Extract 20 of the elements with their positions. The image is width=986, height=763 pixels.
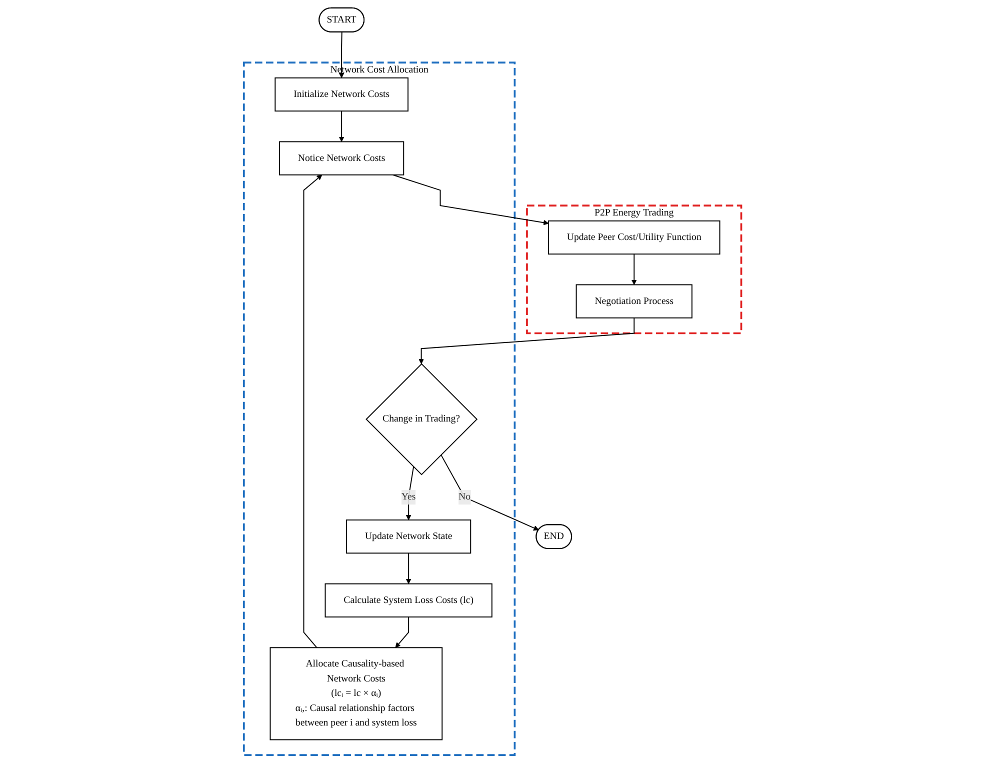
node-box: Update Network State — [346, 520, 472, 554]
arrow — [339, 110, 345, 142]
arrow — [304, 174, 323, 648]
arrow — [396, 616, 410, 648]
node-box: Negotiation Process — [576, 284, 693, 318]
edge-label: No — [458, 492, 471, 502]
node-box: Update Peer Cost/Utility Function — [548, 220, 721, 255]
arrow — [406, 466, 414, 520]
edge-label: Yes — [402, 492, 416, 502]
arrow — [632, 254, 638, 285]
node-box: Initialize Network Costs — [275, 77, 409, 112]
arrow — [440, 454, 540, 531]
node-box: Calculate System Loss Costs (lc) — [325, 583, 493, 618]
arrow — [392, 174, 550, 226]
arrow — [419, 317, 636, 364]
node-box: Notice Network Costs — [279, 141, 405, 176]
node-diamond: Change in Trading? — [366, 363, 478, 476]
node-box: Allocate Causality-based Network Costs (lcᵢ = lc × αᵢ) αᵢ,: Causal relationship factors between peer i and system loss — [270, 647, 443, 740]
arrow — [406, 552, 412, 584]
arrow — [339, 32, 345, 78]
